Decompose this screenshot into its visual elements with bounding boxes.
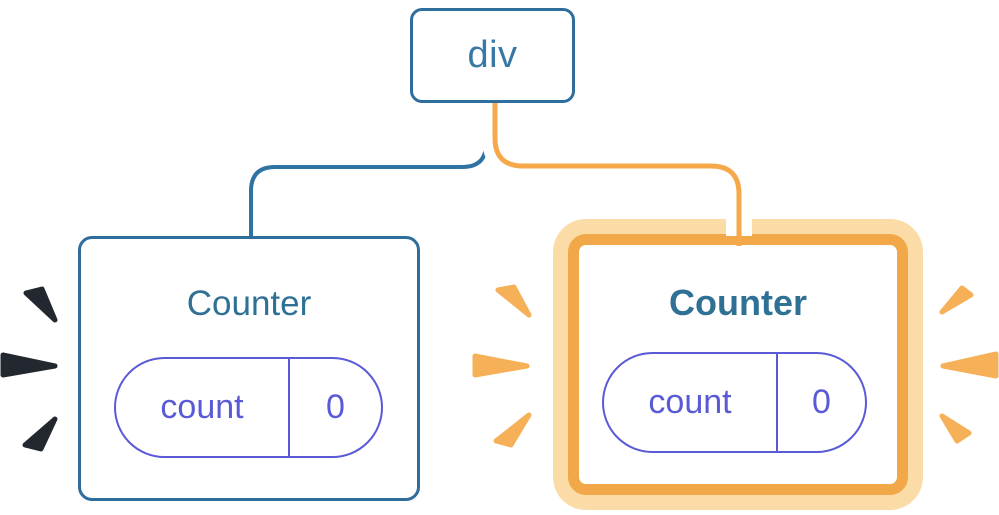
burst-ray-icon	[940, 351, 999, 379]
edge-to-right-counter	[492, 103, 742, 246]
left-state-value: 0	[326, 388, 345, 426]
root-node-label: div	[467, 34, 518, 76]
burst-rays-right-counter-left	[472, 284, 532, 448]
pill-divider	[776, 354, 778, 451]
right-state-pill: count 0	[602, 352, 867, 453]
burst-ray-icon	[23, 286, 58, 323]
edge-casing-icon	[482, 103, 752, 236]
left-state-key: count	[160, 388, 244, 426]
right-counter-title: Counter	[669, 282, 807, 323]
pill-divider	[288, 359, 290, 456]
left-counter-title: Counter	[186, 284, 312, 323]
burst-ray-icon	[493, 412, 532, 448]
right-state-key: count	[648, 383, 732, 421]
edge-to-left-counter	[249, 103, 488, 236]
burst-ray-icon	[22, 416, 58, 452]
burst-ray-icon	[0, 352, 58, 378]
burst-ray-icon	[495, 284, 532, 318]
root-node: div	[410, 8, 575, 103]
burst-ray-icon	[472, 353, 530, 378]
burst-rays-left-counter	[0, 286, 58, 452]
left-state-pill: count 0	[114, 357, 383, 458]
burst-ray-icon	[939, 285, 974, 315]
burst-ray-icon	[939, 413, 972, 444]
right-state-value: 0	[812, 383, 831, 421]
burst-rays-right-counter-right	[939, 285, 999, 444]
